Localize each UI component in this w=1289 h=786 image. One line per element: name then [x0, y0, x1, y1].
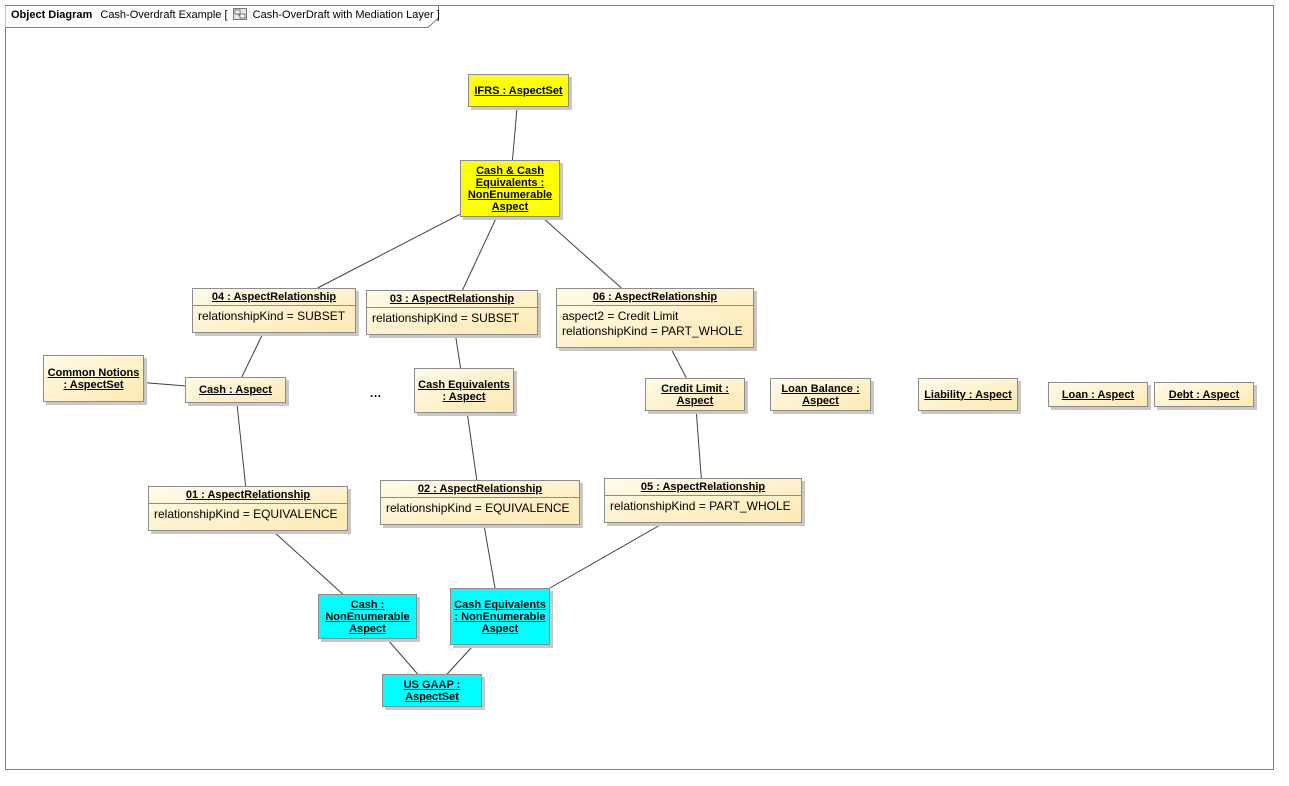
diagram-bracket-close: ] [436, 9, 440, 21]
node-attributes: relationshipKind = PART_WHOLE [605, 496, 801, 514]
node-title: Cash Equivalents : Aspect [418, 378, 510, 403]
attribute-row: relationshipKind = SUBSET [372, 311, 520, 325]
node-title: Loan Balance : Aspect [781, 382, 860, 407]
node-title: 05 : AspectRelationship [605, 479, 801, 496]
node-liability-aspect[interactable]: Liability : Aspect [918, 378, 1018, 411]
node-title: Cash : Aspect [199, 384, 272, 396]
node-title: 03 : AspectRelationship [367, 291, 537, 308]
link-rel02-usgaap_cash_eq[interactable] [483, 524, 496, 589]
attribute-row: relationshipKind = EQUIVALENCE [154, 507, 338, 521]
node-debt-aspect[interactable]: Debt : Aspect [1154, 382, 1254, 407]
node-credit-limit-aspect[interactable]: Credit Limit : Aspect [645, 378, 745, 411]
attribute-row: relationshipKind = PART_WHOLE [610, 499, 791, 513]
link-credit-rel05[interactable] [695, 410, 702, 479]
diagram-icon [232, 8, 247, 20]
node-relationship-02[interactable]: 02 : AspectRelationship relationshipKind… [380, 480, 580, 525]
node-relationship-05[interactable]: 05 : AspectRelationship relationshipKind… [604, 478, 802, 523]
node-title: Liability : Aspect [924, 388, 1012, 401]
diagram-kind: Object Diagram [11, 9, 93, 21]
node-title: 02 : AspectRelationship [381, 481, 579, 498]
link-cce-rel04[interactable] [317, 213, 461, 289]
node-loan-aspect[interactable]: Loan : Aspect [1048, 382, 1148, 407]
link-rel06-credit[interactable] [670, 347, 687, 379]
node-title: Loan : Aspect [1061, 388, 1135, 401]
diagram-header: Object Diagram Cash-Overdraft Example [ … [11, 8, 440, 22]
link-cce-rel06[interactable] [541, 216, 622, 289]
node-title: 06 : AspectRelationship [557, 289, 753, 306]
attribute-row: relationshipKind = SUBSET [198, 309, 346, 323]
node-title: Credit Limit : Aspect [661, 382, 729, 407]
diagram-name: Cash-Overdraft Example [100, 9, 222, 21]
node-cash-and-cash-equivalents[interactable]: Cash & Cash Equivalents : NonEnumerable … [460, 160, 560, 217]
link-rel05-usgaap_cash_eq[interactable] [549, 522, 664, 589]
node-usgaap-cash-nonenumerable-aspect[interactable]: Cash : NonEnumerable Aspect [318, 594, 417, 639]
node-cash-equivalents-aspect[interactable]: Cash Equivalents : Aspect [414, 368, 514, 413]
node-title: Cash : NonEnumerable Aspect [325, 598, 410, 635]
link-usgaap_cash-usgaap[interactable] [386, 638, 418, 675]
link-cash_eq-rel02[interactable] [466, 412, 478, 481]
node-common-notions-aspectset[interactable]: Common Notions : AspectSet [43, 355, 144, 402]
node-usgaap-cash-equivalents-nonenumerable-aspect[interactable]: Cash Equivalents : NonEnumerable Aspect [450, 588, 550, 645]
link-rel01-usgaap_cash[interactable] [272, 530, 343, 595]
node-relationship-04[interactable]: 04 : AspectRelationship relationshipKind… [192, 288, 356, 333]
link-rel04-cash[interactable] [241, 332, 264, 378]
node-attributes: relationshipKind = SUBSET [193, 306, 355, 324]
link-common-cash[interactable] [143, 382, 186, 387]
link-ifrs-cce[interactable] [511, 106, 518, 161]
node-us-gaap-aspectset[interactable]: US GAAP : AspectSet [382, 674, 482, 707]
node-title: Debt : Aspect [1168, 388, 1240, 401]
node-ifrs-aspectset[interactable]: IFRS : AspectSet [468, 74, 569, 107]
node-cash-aspect[interactable]: Cash : Aspect [185, 377, 286, 403]
attribute-row: aspect2 = Credit Limit [562, 309, 679, 323]
node-title: 01 : AspectRelationship [149, 487, 347, 504]
node-attributes: relationshipKind = EQUIVALENCE [381, 498, 579, 516]
node-relationship-03[interactable]: 03 : AspectRelationship relationshipKind… [366, 290, 538, 335]
node-title: IFRS : AspectSet [474, 84, 563, 97]
node-attributes: aspect2 = Credit Limit relationshipKind … [557, 306, 753, 339]
node-attributes: relationshipKind = EQUIVALENCE [149, 504, 347, 522]
attribute-row: relationshipKind = EQUIVALENCE [386, 501, 570, 515]
node-title: Cash & Cash Equivalents : NonEnumerable … [467, 164, 553, 213]
attribute-row: relationshipKind = PART_WHOLE [562, 324, 743, 338]
link-usgaap_cash_eq-usgaap[interactable] [446, 644, 475, 675]
node-title: 04 : AspectRelationship [193, 289, 355, 306]
link-rel03-cash_eq[interactable] [454, 334, 462, 369]
diagram-frame-tab [5, 5, 439, 28]
diagram-subtitle: Cash-OverDraft with Mediation Layer [252, 9, 434, 21]
link-cce-rel03[interactable] [462, 216, 498, 291]
node-loan-balance-aspect[interactable]: Loan Balance : Aspect [770, 378, 871, 411]
node-attributes: relationshipKind = SUBSET [367, 308, 537, 326]
node-relationship-01[interactable]: 01 : AspectRelationship relationshipKind… [148, 486, 348, 531]
ellipsis-more-aspects: ... [370, 386, 382, 400]
node-title: US GAAP : AspectSet [403, 678, 461, 703]
node-title: Cash Equivalents : NonEnumerable Aspect [454, 598, 546, 635]
node-relationship-06[interactable]: 06 : AspectRelationship aspect2 = Credit… [556, 288, 754, 348]
node-title: Common Notions : AspectSet [47, 366, 140, 391]
link-cash-rel01[interactable] [236, 402, 247, 487]
diagram-bracket-open: [ [224, 9, 228, 21]
